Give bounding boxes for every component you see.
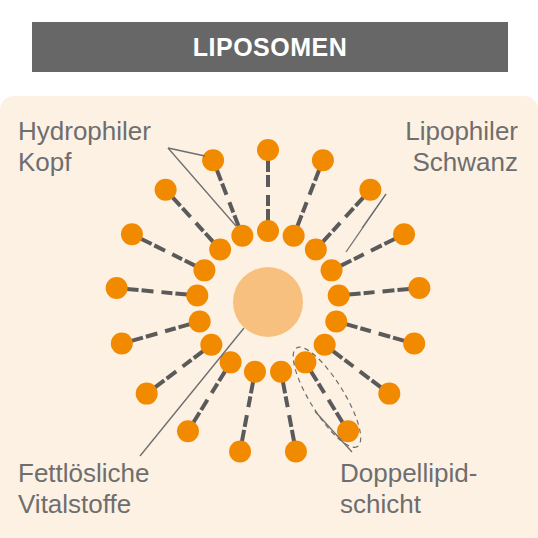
lipophilic-tail xyxy=(341,254,364,266)
lipophilic-tail xyxy=(161,292,187,294)
lipophilic-tail xyxy=(311,371,325,393)
callout-label: Fettlösliche Vitalstoffe xyxy=(18,458,150,519)
callout-label: Doppellipid- schicht xyxy=(340,458,477,519)
lipophilic-tail xyxy=(212,371,226,393)
lipophilic-tail xyxy=(349,292,375,294)
hydrophilic-head xyxy=(136,383,158,405)
title-bar xyxy=(32,22,508,72)
lipophilic-tail xyxy=(346,324,371,331)
lipophilic-tail xyxy=(165,324,190,331)
title: LIPOSOMEN xyxy=(193,33,348,62)
lipophilic-tail xyxy=(131,333,157,340)
hydrophilic-head xyxy=(200,334,222,356)
lipophilic-tail xyxy=(155,371,177,387)
leader-line xyxy=(168,148,236,226)
hydrophilic-head xyxy=(328,284,350,306)
hydrophilic-head xyxy=(111,333,133,355)
hydrophilic-head xyxy=(189,310,211,332)
hydrophilic-head xyxy=(257,220,279,242)
lipophilic-tail xyxy=(283,382,288,408)
lipophilic-tail xyxy=(329,400,343,423)
lipid-bilayer xyxy=(106,139,431,462)
lipophilic-tail xyxy=(371,239,395,251)
hydrophilic-head xyxy=(270,361,292,383)
hydrophilic-head xyxy=(393,223,415,245)
lipophilic-tail xyxy=(172,254,195,266)
lipophilic-tail xyxy=(141,239,165,251)
lipophilic-tail xyxy=(248,382,253,408)
hydrophilic-head xyxy=(155,179,177,201)
hydrophilic-head xyxy=(193,259,215,281)
hydrophilic-head xyxy=(186,284,208,306)
bilayer-highlight xyxy=(282,339,372,456)
hydrophilic-head xyxy=(325,310,347,332)
hydrophilic-head xyxy=(229,440,251,462)
lipophilic-tail xyxy=(193,400,207,423)
hydrophilic-head xyxy=(312,149,334,171)
hydrophilic-head xyxy=(106,277,128,299)
hydrophilic-head xyxy=(283,225,305,247)
hydrophilic-head xyxy=(378,383,400,405)
lipophilic-tail xyxy=(379,333,405,340)
lipophilic-tail xyxy=(217,170,227,195)
hydrophilic-head xyxy=(244,361,266,383)
lipophilic-tail xyxy=(333,351,354,367)
hydrophilic-head xyxy=(257,139,279,161)
hydrophilic-head xyxy=(408,277,430,299)
lipophilic-tail xyxy=(383,289,410,291)
hydrophilic-head xyxy=(305,239,327,261)
hydrophilic-head xyxy=(202,149,224,171)
lipophilic-tail xyxy=(127,289,154,291)
lipophilic-tail xyxy=(266,195,270,221)
hydrophilic-head xyxy=(359,179,381,201)
callout-label: Hydrophiler Kopf xyxy=(18,116,151,177)
leader-lines xyxy=(140,148,386,456)
hydrophilic-head xyxy=(231,225,253,247)
lipophilic-tail xyxy=(289,415,294,442)
lipophilic-tail xyxy=(297,202,306,226)
lipophilic-tail xyxy=(345,197,363,217)
lipophilic-tail xyxy=(183,351,204,367)
lipophilic-tail xyxy=(310,170,320,195)
hydrophilic-head xyxy=(321,259,343,281)
hydrophilic-head xyxy=(177,420,199,442)
lipophilic-tail xyxy=(360,371,382,387)
leader-line xyxy=(315,411,352,452)
callout-label: Lipophiler Schwanz xyxy=(405,116,518,177)
hydrophilic-head xyxy=(121,223,143,245)
hydrophilic-head xyxy=(294,351,316,373)
lipophilic-tail xyxy=(196,223,214,242)
hydrophilic-head xyxy=(403,333,425,355)
leader-line xyxy=(140,328,244,456)
leader-line xyxy=(346,194,386,252)
vitamin-core xyxy=(233,267,303,337)
background-panel xyxy=(0,96,538,538)
lipophilic-tail xyxy=(242,415,247,442)
hydrophilic-head xyxy=(285,440,307,462)
hydrophilic-head xyxy=(209,239,231,261)
lipophilic-tail xyxy=(172,197,190,217)
lipophilic-tail xyxy=(323,223,341,242)
hydrophilic-head xyxy=(314,334,336,356)
lipophilic-tail xyxy=(266,160,270,187)
